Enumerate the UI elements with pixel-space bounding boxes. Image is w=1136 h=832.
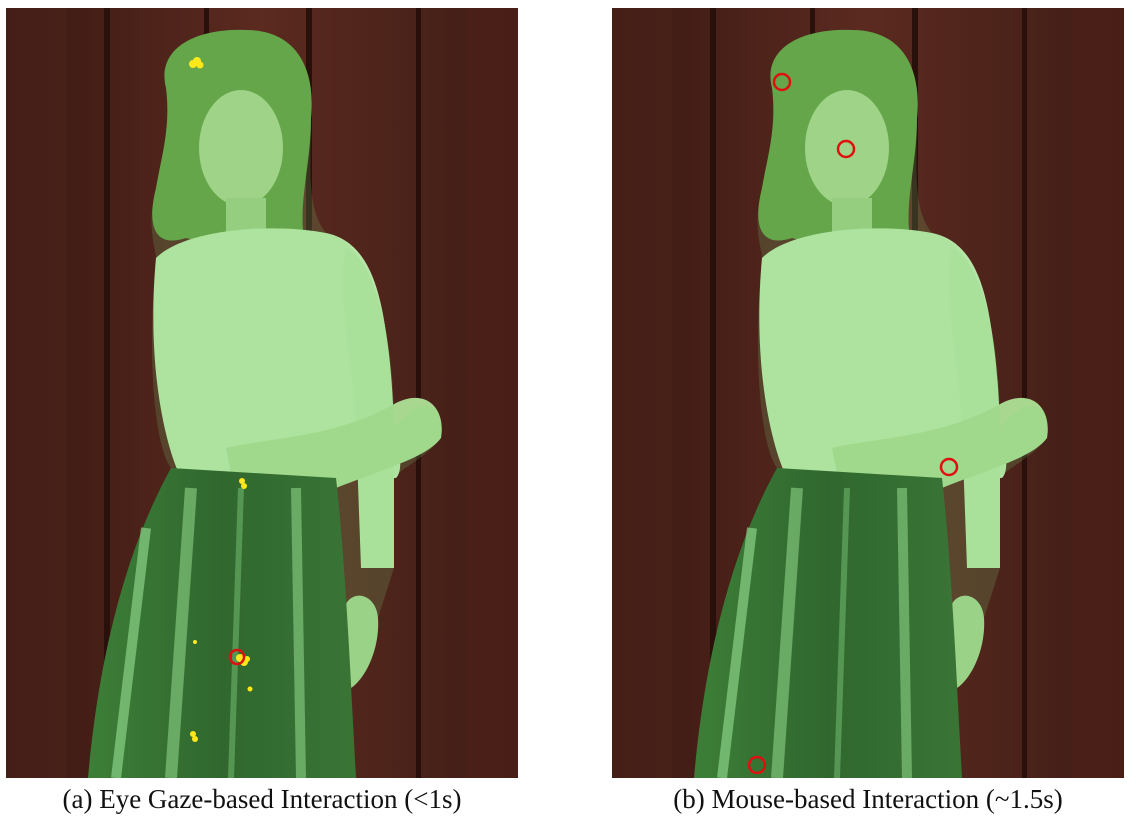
panel-b-image [612,8,1124,778]
woman-segmentation-mask [694,29,1048,778]
click-circle [772,72,792,92]
woman-segmentation-mask [88,29,442,778]
click-circle [747,755,767,775]
click-circle [228,648,246,666]
caption-a: (a) Eye Gaze-based Interaction (<1s) [62,784,462,814]
panel-a-image [6,8,518,778]
click-circle [939,457,959,477]
caption-b: (b) Mouse-based Interaction (~1.5s) [673,784,1063,814]
click-circle [836,139,856,159]
gaze-points [189,57,253,742]
click-circles [747,72,959,775]
